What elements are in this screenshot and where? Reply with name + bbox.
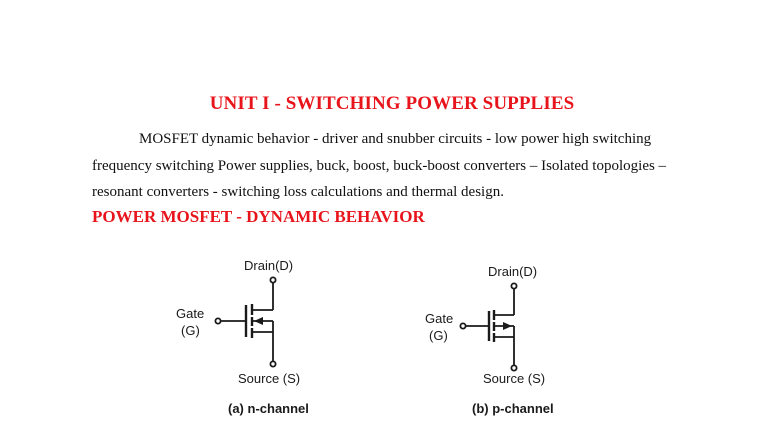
section-title: POWER MOSFET - DYNAMIC BEHAVIOR (92, 207, 425, 226)
n-arrow-icon (254, 317, 263, 325)
p-drain-label: Drain(D) (488, 264, 537, 279)
p-gate-terminal-icon (459, 322, 467, 330)
p-gate-label-line1: Gate (425, 311, 453, 326)
p-arrow-icon (503, 322, 512, 330)
n-drain-label: Drain(D) (244, 258, 293, 273)
n-source-terminal-icon (269, 360, 277, 368)
p-source-terminal-icon (510, 364, 518, 372)
n-gate-terminal-icon (214, 317, 222, 325)
p-drain-terminal-icon (510, 282, 518, 290)
n-source-label: Source (S) (238, 371, 300, 386)
n-gate-label-line1: Gate (176, 306, 204, 321)
syllabus-line: resonant converters - switching loss cal… (92, 184, 504, 200)
n-gate-label-line2: (G) (181, 323, 200, 338)
p-channel-caption: (b) p-channel (472, 401, 554, 416)
syllabus-line: MOSFET dynamic behavior - driver and snu… (139, 131, 652, 147)
n-channel-mosfet-symbol (214, 276, 277, 368)
n-channel-caption: (a) n-channel (228, 401, 309, 416)
p-source-label: Source (S) (483, 371, 545, 386)
syllabus-paragraph: MOSFET dynamic behavior - driver and snu… (92, 126, 692, 206)
syllabus-line: frequency switching Power supplies, buck… (92, 157, 667, 174)
p-channel-mosfet-symbol (459, 282, 518, 372)
p-gate-label-line2: (G) (429, 328, 448, 343)
unit-title: UNIT I - SWITCHING POWER SUPPLIES (209, 93, 575, 114)
n-drain-terminal-icon (269, 276, 277, 284)
